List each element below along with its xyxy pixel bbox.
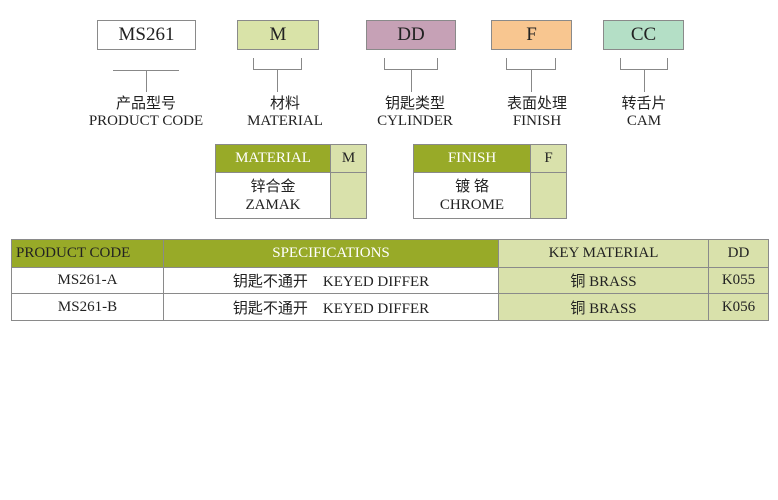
material-header: MATERIAL [215,144,331,173]
material-cell [330,172,367,219]
cell-product-code: MS261-A [11,267,164,294]
cell-key-material: 铜 BRASS [498,293,709,321]
header-key-material: KEY MATERIAL [498,239,709,268]
finish-code: F [530,144,567,173]
spec-table: PRODUCT CODE SPECIFICATIONS KEY MATERIAL… [11,239,769,321]
cell-product-code: MS261-B [11,293,164,321]
finish-cell [530,172,567,219]
code-box-cylinder: DD [366,20,456,50]
stem [531,70,532,92]
stem [277,70,278,92]
code-box-cam: CC [603,20,684,50]
table-row: MS261-B 钥匙不通开 KEYED DIFFER 铜 BRASS K056 [11,293,769,321]
bracket-cylinder [384,58,438,70]
code-box-finish: F [491,20,572,50]
stem [411,70,412,92]
header-dd: DD [708,239,769,268]
material-code: M [330,144,367,173]
table-row: MS261-A 钥匙不通开 KEYED DIFFER 铜 BRASS K055 [11,267,769,294]
code-box-material: M [237,20,319,50]
finish-header: FINISH [413,144,531,173]
stem [644,70,645,92]
cell-key-material: 铜 BRASS [498,267,709,294]
header-specifications: SPECIFICATIONS [163,239,499,268]
code-box-product: MS261 [97,20,196,50]
cell-dd: K056 [708,293,769,321]
cell-specifications: 钥匙不通开 KEYED DIFFER [163,293,499,321]
bracket-finish [506,58,556,70]
stem [146,70,147,92]
header-product-code: PRODUCT CODE [11,239,164,268]
cell-dd: K055 [708,267,769,294]
bracket-cam [620,58,668,70]
bracket-material [253,58,302,70]
cell-specifications: 钥匙不通开 KEYED DIFFER [163,267,499,294]
